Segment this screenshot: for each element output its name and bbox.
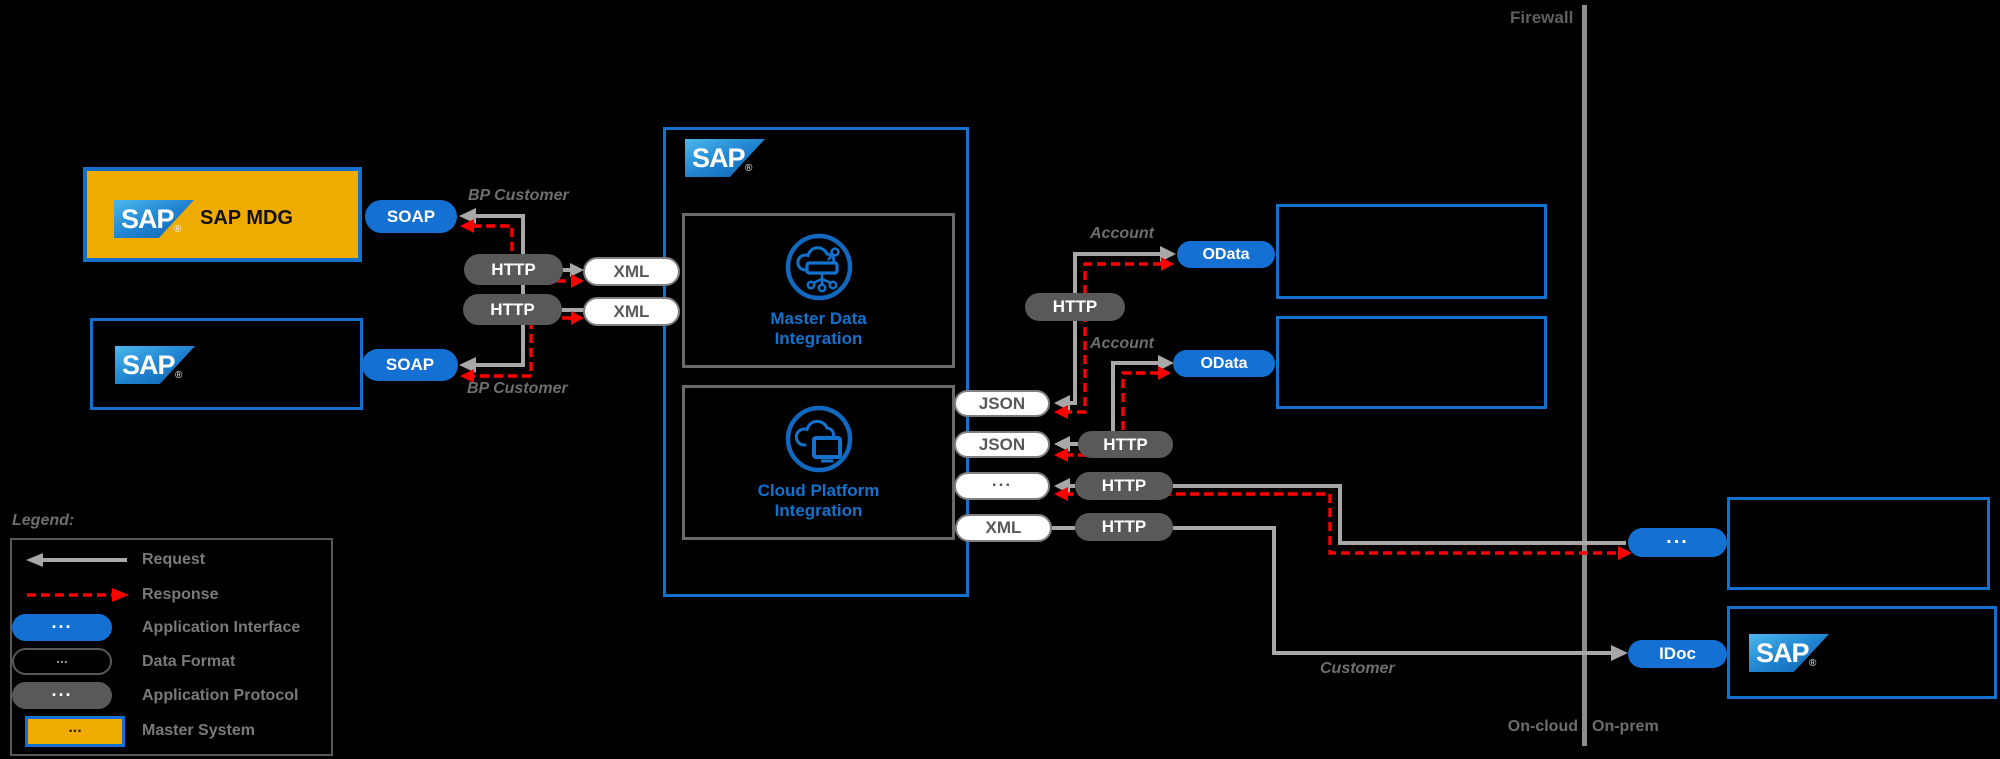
xml-format-pill: XML (583, 257, 680, 286)
odata-interface-pill: OData (1173, 350, 1275, 377)
sap-logo: SAP ® (115, 346, 195, 384)
ellipsis-text: ... (51, 612, 73, 632)
http-protocol-pill: HTTP (1075, 513, 1173, 541)
bp-customer-label: BP Customer (468, 187, 569, 204)
http-protocol-pill: HTTP (1078, 431, 1173, 458)
cloud-target-box-2 (1276, 316, 1547, 409)
ellipsis-text: ... (68, 718, 82, 736)
soap-interface-pill: SOAP (362, 349, 458, 381)
cloud-target-box-1 (1276, 204, 1547, 299)
ellipsis-text: ... (991, 471, 1013, 490)
soap-interface-pill: SOAP (365, 200, 457, 233)
xml-format-pill: XML (583, 297, 680, 326)
cloud-platform-integration-box: Cloud Platform Integration (682, 385, 955, 540)
registered-mark: ® (1809, 658, 1817, 669)
cloud-platform-icon (785, 405, 852, 473)
http-protocol-pill: HTTP (1075, 472, 1173, 500)
http-protocol-pill: HTTP (463, 294, 562, 325)
legend-title: Legend: (12, 512, 75, 529)
http-protocol-pill: HTTP (464, 254, 563, 285)
service-title: Cloud Platform Integration (758, 481, 880, 521)
onprem-sap-box: SAP ® (1727, 606, 1997, 699)
service-title-line2: Integration (774, 329, 863, 348)
cloud-integration-icon (785, 233, 852, 301)
ellipsis-text: ... (56, 649, 68, 666)
request-arrowheads (459, 208, 1628, 661)
service-title-line1: Cloud Platform (757, 481, 880, 500)
master-data-integration-box: Master Data Integration (682, 213, 955, 368)
sap-mdg-box: SAP ® SAP MDG (83, 167, 362, 262)
legend-request-label: Request (142, 551, 206, 568)
response-arrow-swatch (27, 588, 129, 602)
master-system-swatch: ... (25, 716, 125, 747)
any-interface-pill: ... (1628, 526, 1727, 557)
http-protocol-pill: HTTP (1025, 293, 1125, 321)
legend-data-format-label: Data Format (142, 653, 236, 670)
ellipsis-text: ... (51, 680, 73, 700)
registered-mark: ® (175, 370, 183, 381)
legend-response-label: Response (142, 586, 219, 603)
bp-customer-label: BP Customer (467, 380, 568, 397)
sap-logo: SAP ® (1749, 634, 1829, 672)
firewall-label: Firewall (1510, 8, 1574, 27)
legend-master-system-label: Master System (142, 722, 255, 739)
application-protocol-swatch: ... (12, 680, 112, 709)
account-label: Account (1090, 335, 1154, 352)
sap-logo-text: SAP (692, 143, 746, 173)
service-title: Master Data Integration (770, 309, 866, 349)
sap-logo: SAP ® (685, 139, 765, 177)
idoc-interface-pill: IDoc (1628, 640, 1727, 668)
request-arrow-swatch (26, 553, 127, 567)
account-label: Account (1090, 225, 1154, 242)
response-arrowheads (460, 219, 1632, 560)
sap-logo-text: SAP (121, 204, 175, 234)
customer-label: Customer (1320, 660, 1395, 677)
onprem-target-box-1 (1727, 497, 1990, 590)
sap-logo-text: SAP (122, 350, 176, 380)
on-cloud-label: On-cloud (1507, 718, 1578, 735)
registered-mark: ® (174, 224, 182, 235)
legend-app-interface-label: Application Interface (142, 619, 301, 636)
sap-cloud-box: SAP ® Master Data Integration (663, 127, 969, 597)
registered-mark: ® (745, 163, 753, 174)
json-format-pill: JSON (954, 390, 1050, 417)
any-format-pill: ... (954, 471, 1050, 500)
ellipsis-text: ... (1666, 526, 1689, 548)
service-title-line1: Master Data (770, 309, 867, 328)
sap-logo: SAP ® (114, 200, 194, 238)
legend-box: Request Response ... Application Interfa… (10, 538, 333, 756)
xml-format-pill: XML (955, 514, 1052, 542)
data-format-swatch: ... (12, 648, 112, 675)
application-interface-swatch: ... (12, 612, 112, 641)
json-format-pill: JSON (954, 431, 1050, 458)
service-title-line2: Integration (774, 501, 863, 520)
legend-app-protocol-label: Application Protocol (142, 687, 299, 704)
mdg-title: SAP MDG (200, 207, 293, 229)
on-prem-label: On-prem (1592, 718, 1659, 735)
request-lines (466, 214, 1626, 655)
sap-secondary-box: SAP ® (90, 318, 363, 410)
sap-logo-text: SAP (1756, 638, 1810, 668)
odata-interface-pill: OData (1177, 241, 1275, 268)
